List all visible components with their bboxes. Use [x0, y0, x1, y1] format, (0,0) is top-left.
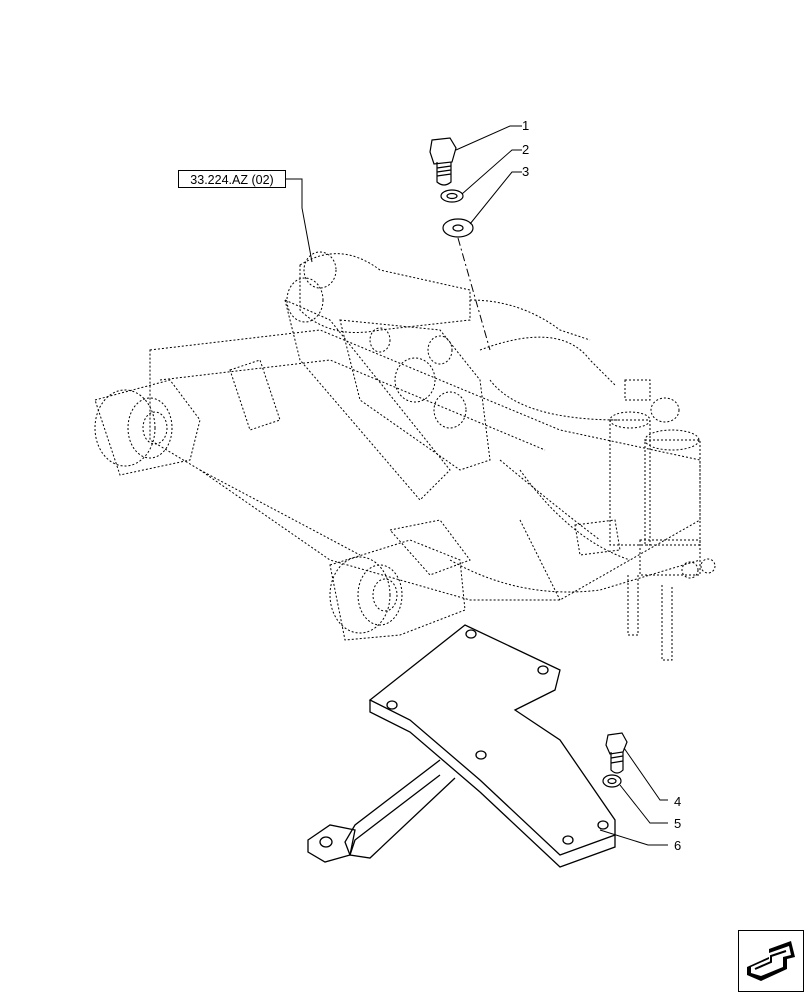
washer-part-5	[602, 774, 622, 788]
bracket-part-6	[307, 624, 616, 868]
leader-lines	[286, 125, 668, 846]
bolt-part-1	[429, 137, 457, 186]
callout-1: 1	[522, 118, 530, 133]
callout-3: 3	[522, 164, 530, 179]
callout-5: 5	[674, 816, 682, 831]
callout-4: 4	[674, 794, 682, 809]
washer-part-2	[440, 189, 464, 203]
callout-6: 6	[674, 838, 682, 853]
assembly-centerline	[457, 237, 491, 351]
callout-2: 2	[522, 142, 530, 157]
phantom-assembly	[94, 251, 716, 661]
washer-part-3	[442, 218, 474, 238]
reference-label[interactable]: 33.224.AZ (02)	[178, 170, 286, 188]
next-page-button[interactable]	[738, 930, 804, 992]
next-page-arrow-icon	[747, 941, 795, 981]
bolt-part-4	[605, 732, 628, 774]
